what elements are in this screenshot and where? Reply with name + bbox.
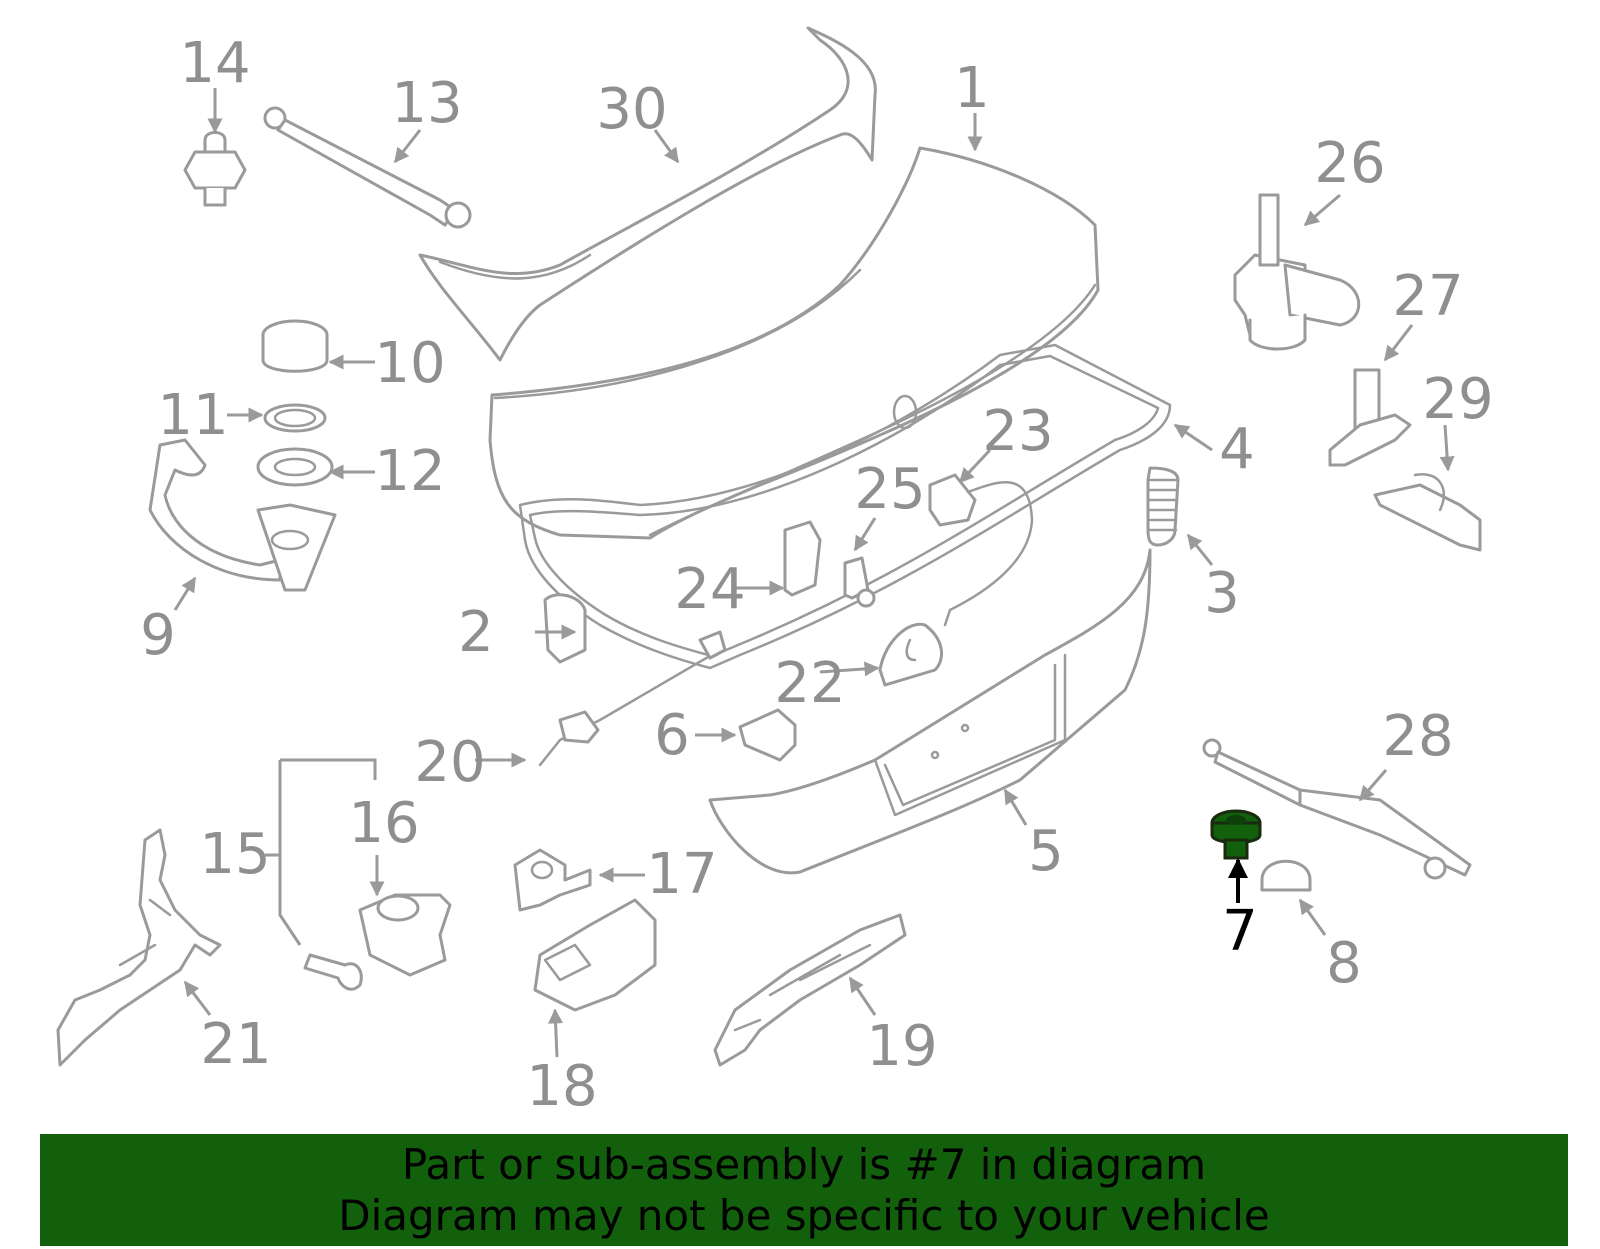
part-15-16-lock-set xyxy=(278,758,452,991)
callout-24: 24 xyxy=(674,557,745,622)
part-11-o-ring xyxy=(263,403,327,433)
callout-8: 8 xyxy=(1326,931,1362,996)
callout-5: 5 xyxy=(1028,819,1064,884)
callout-25: 25 xyxy=(854,457,925,522)
callout-22: 22 xyxy=(774,651,845,716)
part-29-wire xyxy=(1373,472,1482,552)
part-9-hinge xyxy=(148,438,337,592)
callout-29: 29 xyxy=(1422,367,1493,432)
part-30-spoiler xyxy=(418,26,877,362)
callout-12: 12 xyxy=(374,439,445,504)
part-14-stud xyxy=(183,131,247,207)
callout-14: 14 xyxy=(179,31,250,96)
callout-15: 15 xyxy=(199,822,270,887)
info-banner: Part or sub-assembly is #7 in diagram Di… xyxy=(40,1134,1568,1246)
callout-11: 11 xyxy=(157,383,228,448)
part-10-grommet xyxy=(261,319,329,373)
callout-13: 13 xyxy=(391,71,462,136)
callout-9: 9 xyxy=(140,603,176,668)
leader-lines xyxy=(173,88,1455,1058)
part-26-actuator xyxy=(1233,193,1361,351)
part-24-cover xyxy=(783,520,822,597)
callout-16: 16 xyxy=(348,791,419,856)
callout-3: 3 xyxy=(1204,561,1240,626)
callout-10: 10 xyxy=(374,331,445,396)
part-28-gas-strut xyxy=(1202,738,1472,880)
callout-26: 26 xyxy=(1314,131,1385,196)
callout-28: 28 xyxy=(1382,704,1453,769)
callout-6: 6 xyxy=(654,703,690,768)
part-19-handle xyxy=(713,913,907,1067)
callout-21: 21 xyxy=(200,1012,271,1077)
callout-18: 18 xyxy=(526,1054,597,1119)
part-18-latch xyxy=(533,898,657,1012)
part-4-seal xyxy=(518,343,1172,670)
part-21-bracket xyxy=(56,828,222,1067)
part-6-clip xyxy=(738,708,797,762)
part-20-cable xyxy=(538,630,727,767)
part-7-highlighted-grommet xyxy=(1210,809,1262,860)
callout-1: 1 xyxy=(954,56,990,121)
part-8-cap xyxy=(1260,859,1312,892)
part-25-switch xyxy=(843,556,876,608)
part-5-garnish xyxy=(708,548,1152,875)
callout-4: 4 xyxy=(1219,417,1255,482)
callout-labels: 1 2 3 4 5 6 7 8 9 10 11 12 13 14 15 16 1… xyxy=(140,31,1493,1119)
part-23-harness xyxy=(928,473,1034,627)
callout-2: 2 xyxy=(458,600,494,665)
callout-7-highlighted: 7 xyxy=(1222,899,1258,964)
part-2-cushion xyxy=(543,593,587,664)
part-3-stop xyxy=(1146,466,1180,547)
part-13-strut xyxy=(263,106,472,229)
callout-17: 17 xyxy=(646,842,717,907)
callout-23: 23 xyxy=(982,399,1053,464)
part-27-pin xyxy=(1328,368,1412,467)
part-22-lamp xyxy=(878,622,944,687)
part-12-ring xyxy=(256,447,334,487)
callout-19: 19 xyxy=(866,1014,937,1079)
banner-line-2: Diagram may not be specific to your vehi… xyxy=(338,1191,1270,1240)
part-17-bracket xyxy=(513,848,592,912)
callout-30: 30 xyxy=(596,77,667,142)
part-1-trunk-lid xyxy=(488,146,1100,540)
callout-20: 20 xyxy=(414,730,485,795)
banner-line-1: Part or sub-assembly is #7 in diagram xyxy=(401,1140,1207,1189)
callout-27: 27 xyxy=(1392,264,1463,329)
